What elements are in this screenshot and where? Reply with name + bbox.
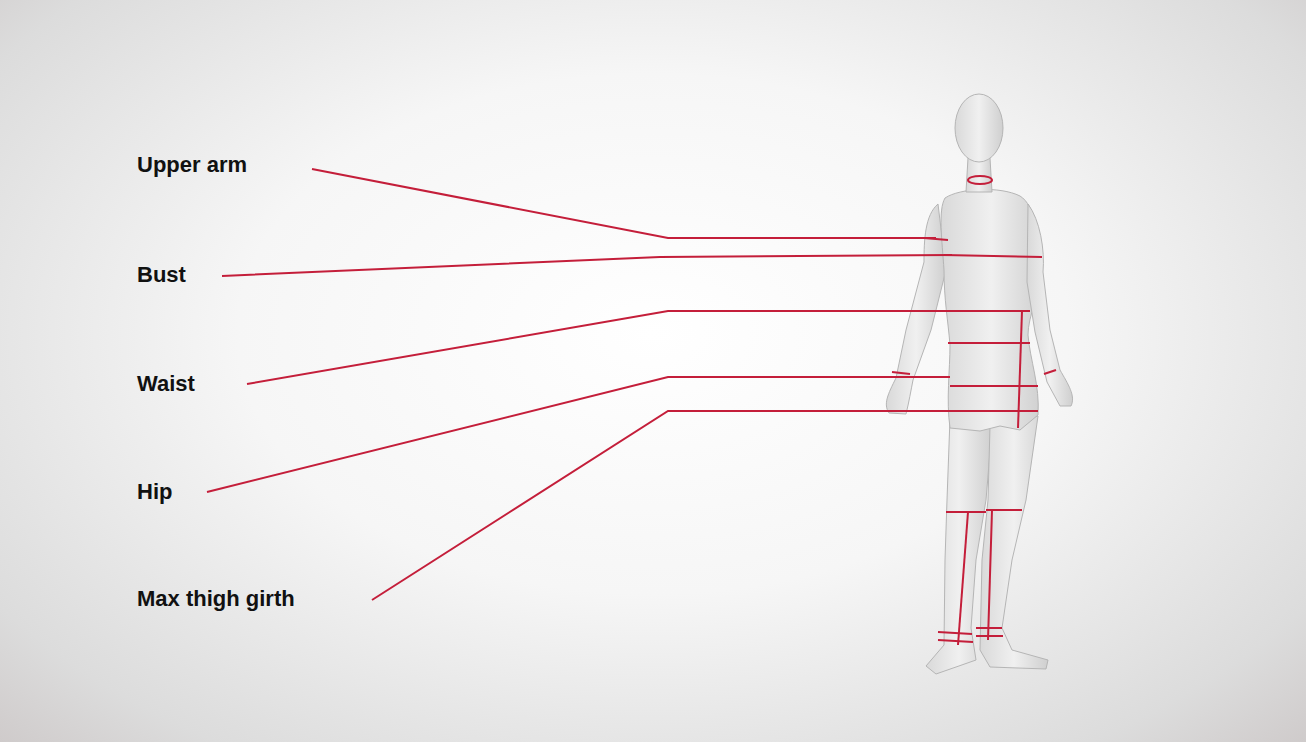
- shin-line: [988, 510, 992, 640]
- bust-ring: [944, 255, 1042, 257]
- leader-line: [372, 411, 950, 600]
- neck-ring: [968, 176, 992, 184]
- measurement-label: Hip: [137, 479, 172, 505]
- hip-ring: [950, 385, 1038, 387]
- thigh-ring: [950, 410, 1038, 412]
- upper-arm-ring: [924, 238, 948, 240]
- measurement-label: Upper arm: [137, 152, 247, 178]
- measurement-lines: [892, 176, 1056, 645]
- head: [955, 94, 1003, 162]
- leader-line: [312, 169, 936, 238]
- measurement-label: Bust: [137, 262, 186, 288]
- right-leg: [980, 416, 1048, 669]
- ankle-ring: [938, 632, 972, 634]
- left-arm: [886, 204, 946, 414]
- right-arm: [1027, 204, 1073, 406]
- measurement-label: Waist: [137, 371, 195, 397]
- shin-line: [958, 512, 968, 645]
- front-center-line: [1018, 311, 1022, 428]
- leader-line: [247, 311, 1030, 384]
- mannequin-figure: [886, 94, 1072, 674]
- waist-ring: [948, 342, 1030, 344]
- ankle-ring: [976, 635, 1003, 637]
- leader-lines: [207, 169, 1030, 600]
- wrist-ring: [1044, 370, 1056, 374]
- ankle-ring: [976, 627, 1002, 629]
- ankle-ring: [938, 640, 973, 642]
- measurement-label: Max thigh girth: [137, 586, 295, 612]
- neck: [966, 158, 992, 192]
- wrist-ring: [892, 372, 910, 374]
- leader-line: [207, 377, 950, 492]
- knee-ring: [946, 511, 986, 513]
- leader-line: [222, 255, 952, 276]
